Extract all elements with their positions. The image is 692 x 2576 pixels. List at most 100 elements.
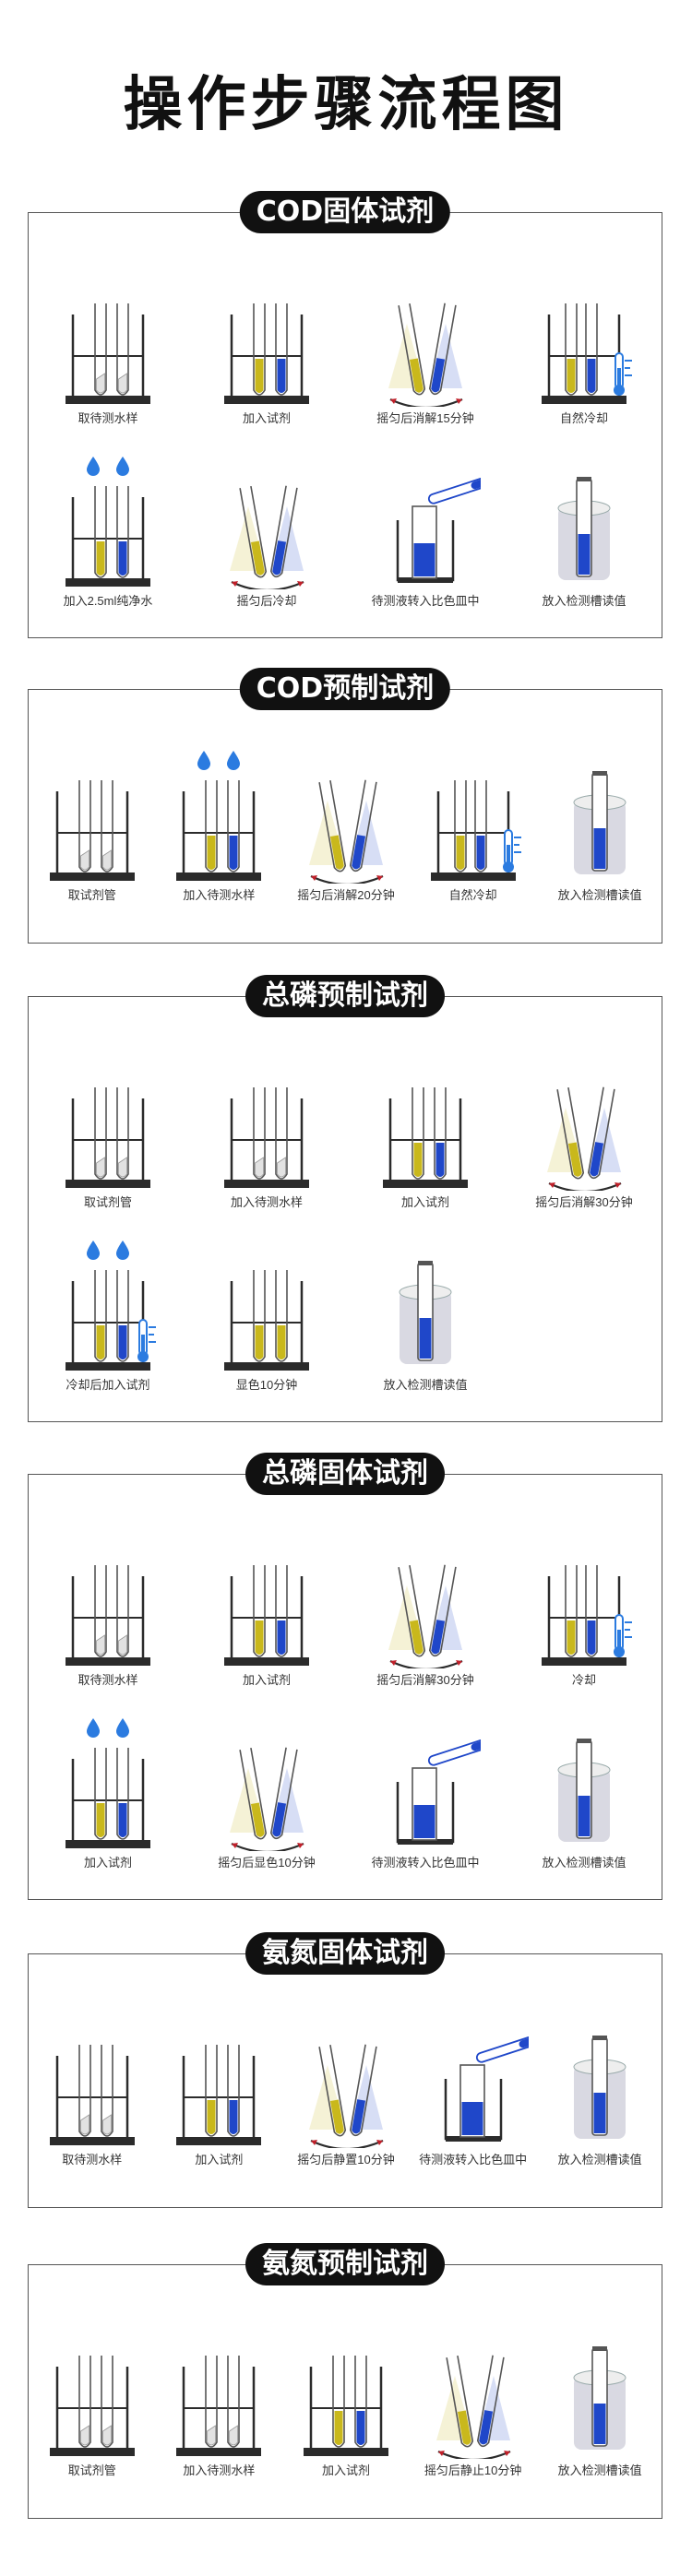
section-title: 总磷预制试剂	[245, 975, 445, 1017]
step-label: 加入2.5ml纯净水	[63, 594, 153, 608]
detection-slot-icon	[399, 1261, 452, 1364]
test-tube-icon	[239, 1747, 268, 1840]
tube-rack-icon	[304, 2356, 388, 2456]
test-tube-icon	[116, 303, 129, 396]
shake-icon	[230, 485, 304, 589]
shake-icon	[309, 779, 384, 884]
tube-rack-icon	[49, 2356, 135, 2456]
rack-yellow-blue-tubes-icon	[304, 2356, 388, 2456]
tube-rack-icon	[49, 2045, 135, 2145]
rack-sample-tubes-icon	[176, 2356, 262, 2456]
test-tube-icon	[585, 303, 598, 396]
process-step: 取试剂管	[39, 1034, 177, 1209]
test-tube-icon	[101, 2045, 113, 2137]
rack-empty-tubes-icon	[66, 1565, 150, 1666]
process-step: 待测液转入比色皿中	[356, 433, 495, 608]
rack-empty-tubes-icon	[49, 2045, 135, 2145]
transfer-cuvette-icon	[396, 471, 481, 583]
tube-rack-icon	[224, 1565, 309, 1666]
rack-empty-tubes-icon	[66, 303, 150, 404]
step-label: 加入试剂	[400, 1195, 449, 1209]
test-tube-icon	[412, 1087, 424, 1180]
detection-slot-icon	[399, 1261, 452, 1364]
test-tube-icon	[205, 780, 219, 873]
test-tube-icon	[116, 486, 129, 578]
test-tube-icon	[94, 1565, 107, 1657]
cooling-thermometer-icon	[542, 1565, 632, 1666]
thermometer-icon	[502, 829, 521, 873]
process-step: 摇匀后消解30分钟	[515, 1034, 653, 1209]
detection-slot-icon	[573, 2036, 626, 2139]
tube-rack-icon	[176, 2356, 262, 2456]
shake-cool-icon	[230, 485, 304, 589]
process-step: 取待测水样	[23, 1991, 161, 2166]
test-tube-icon	[101, 2356, 113, 2448]
test-tube-icon	[275, 303, 288, 396]
process-step: 摇匀后消解30分钟	[356, 1512, 495, 1687]
test-tube-icon	[78, 2356, 91, 2448]
cooling-thermometer-icon	[430, 780, 521, 881]
add-reagent-cool-icon	[66, 1241, 156, 1371]
tube-rack-icon	[66, 1565, 150, 1666]
rack-yellow-blue-tubes-icon	[224, 303, 309, 404]
water-drop-icon	[87, 1718, 129, 1738]
shake-icon	[435, 2355, 511, 2459]
test-tube-icon	[253, 1565, 266, 1657]
test-tube-icon	[445, 2355, 473, 2448]
test-tube-icon	[78, 2045, 91, 2137]
test-tube-icon	[269, 1747, 298, 1840]
process-step: 自然冷却	[515, 250, 653, 425]
test-tube-icon	[116, 1270, 129, 1362]
tube-rack-icon	[224, 303, 309, 404]
process-step: 显色10分钟	[197, 1217, 336, 1392]
process-step: 放入检测槽读值	[356, 1217, 495, 1392]
test-tube-icon	[275, 1270, 288, 1362]
rack-sample-tubes-icon	[224, 1087, 309, 1188]
test-tube-icon	[101, 780, 113, 873]
water-drop-icon	[87, 1241, 129, 1260]
water-drop-icon	[87, 457, 129, 476]
shake-icon	[388, 303, 463, 407]
section-title: 氨氮预制试剂	[245, 2243, 445, 2285]
step-label: 待测液转入比色皿中	[371, 1856, 480, 1870]
process-step: 放入检测槽读值	[531, 1991, 669, 2166]
test-tube-icon	[205, 2045, 219, 2137]
tube-rack-icon	[66, 1718, 150, 1848]
process-step: 取试剂管	[23, 2302, 161, 2477]
cooling-thermometer-icon	[542, 303, 632, 404]
test-tube-icon	[565, 303, 578, 396]
test-tube-icon	[94, 1087, 107, 1180]
test-tube-icon	[275, 1565, 288, 1657]
test-tube-icon	[94, 486, 107, 578]
process-step: 加入试剂	[39, 1694, 177, 1870]
process-step: 冷却后加入试剂	[39, 1217, 177, 1392]
step-label: 放入检测槽读值	[542, 1856, 626, 1870]
detection-slot-icon	[573, 2346, 626, 2450]
test-tube-icon	[239, 485, 268, 578]
step-label: 冷却	[571, 1673, 596, 1687]
shake-digest-icon	[388, 1564, 463, 1668]
step-label: 取待测水样	[78, 1673, 138, 1687]
process-step: 加入试剂	[277, 2302, 415, 2477]
tube-rack-icon	[224, 1270, 309, 1371]
detection-slot-icon	[573, 2036, 626, 2139]
tube-rack-icon	[49, 780, 135, 881]
shake-rest-icon	[309, 2044, 384, 2148]
thermometer-icon	[614, 352, 632, 396]
step-label: 摇匀后显色10分钟	[218, 1856, 316, 1870]
process-step: 自然冷却	[404, 727, 543, 902]
tube-rack-icon	[542, 303, 632, 404]
test-tube-icon	[78, 780, 91, 873]
step-label: 冷却后加入试剂	[66, 1378, 150, 1392]
step-label: 放入检测槽读值	[557, 2153, 642, 2166]
step-label: 待测液转入比色皿中	[371, 594, 480, 608]
transfer-cuvette-icon	[444, 2030, 529, 2142]
step-label: 摇匀后冷却	[236, 594, 297, 608]
test-tube-icon	[587, 1086, 615, 1180]
process-step: 加入待测水样	[149, 727, 288, 902]
test-tube-icon	[318, 779, 347, 873]
step-label: 加入试剂	[83, 1856, 132, 1870]
section-panel: 总磷预制试剂 取试剂管 加入待测水样 加入试剂 摇匀后消解30分钟	[28, 975, 662, 1422]
thermometer-icon	[614, 1614, 632, 1657]
detection-slot-icon	[573, 771, 626, 874]
